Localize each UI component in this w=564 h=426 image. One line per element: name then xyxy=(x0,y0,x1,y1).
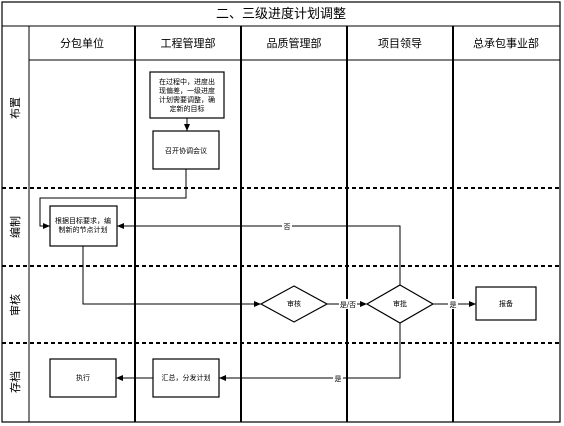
edge-label-approve-to-file-bg xyxy=(448,299,458,309)
node-execute-text: 执行 xyxy=(76,373,90,382)
node-text-line: 召开协调会议 xyxy=(165,146,207,155)
node-text-line: 审批 xyxy=(393,299,407,308)
row-header-arrange: 布置 xyxy=(9,97,22,119)
node-text-line: 汇总，分发计划 xyxy=(162,373,211,382)
node-text-line: 根据目标要求，编 xyxy=(55,216,111,225)
edge-label-approve-to-summarize-bg xyxy=(333,373,343,383)
node-text-line: 制新的节点计划 xyxy=(59,225,108,234)
col-header-engineering: 工程管理部 xyxy=(161,36,216,50)
node-review-text: 审核 xyxy=(287,299,301,308)
edge-label-approve-to-file: 是 xyxy=(450,301,457,309)
node-text-line: 在过程中，进度出 xyxy=(159,77,215,86)
node-summarize-text: 汇总，分发计划 xyxy=(162,373,211,382)
edge-label-review-pass: 是/否 xyxy=(340,301,356,309)
edge-approve-reject-to-compile xyxy=(117,223,401,285)
node-compile-text: 根据目标要求，编制新的节点计划 xyxy=(55,216,111,234)
edge-label-review-pass-bg xyxy=(339,299,357,309)
node-text-line: 执行 xyxy=(76,373,90,382)
node-text-line: 报备 xyxy=(499,299,513,308)
edge-label-approve-to-summarize: 是 xyxy=(335,375,342,383)
node-approve-text: 审批 xyxy=(393,299,407,308)
node-text-line: 现偏差，一级进度 xyxy=(159,86,215,95)
col-header-project-lead: 项目领导 xyxy=(378,37,422,50)
node-deviation-text: 在过程中，进度出现偏差，一级进度计划需要调整，确定新的目标 xyxy=(159,77,215,113)
edge-label-reject: 否 xyxy=(284,223,291,231)
row-header-review: 审核 xyxy=(8,294,22,316)
node-text-line: 计划需要调整，确 xyxy=(159,95,215,104)
node-file-text: 报备 xyxy=(499,299,513,308)
edge-meeting-to-compile xyxy=(39,169,187,229)
col-header-subcontractor: 分包单位 xyxy=(60,36,104,50)
node-file xyxy=(475,286,537,321)
edge-label-reject-bg xyxy=(282,220,292,230)
row-header-compile: 编制 xyxy=(8,216,22,238)
node-text-line: 审核 xyxy=(287,299,301,308)
node-execute xyxy=(49,358,117,398)
node-meeting-text: 召开协调会议 xyxy=(165,146,207,155)
node-summarize xyxy=(152,358,220,398)
edge-compile-to-review xyxy=(82,246,261,307)
diagram-title: 二、三级进度计划调整 xyxy=(216,6,346,22)
edge-approve-to-summarize xyxy=(219,323,401,381)
node-deviation xyxy=(149,71,225,119)
row-header-archive: 存档 xyxy=(8,371,22,393)
col-header-general-contractor: 总承包事业部 xyxy=(473,36,539,50)
node-text-line: 定新的目标 xyxy=(170,104,205,113)
node-review xyxy=(259,285,329,323)
col-header-quality: 品质管理部 xyxy=(267,36,322,50)
